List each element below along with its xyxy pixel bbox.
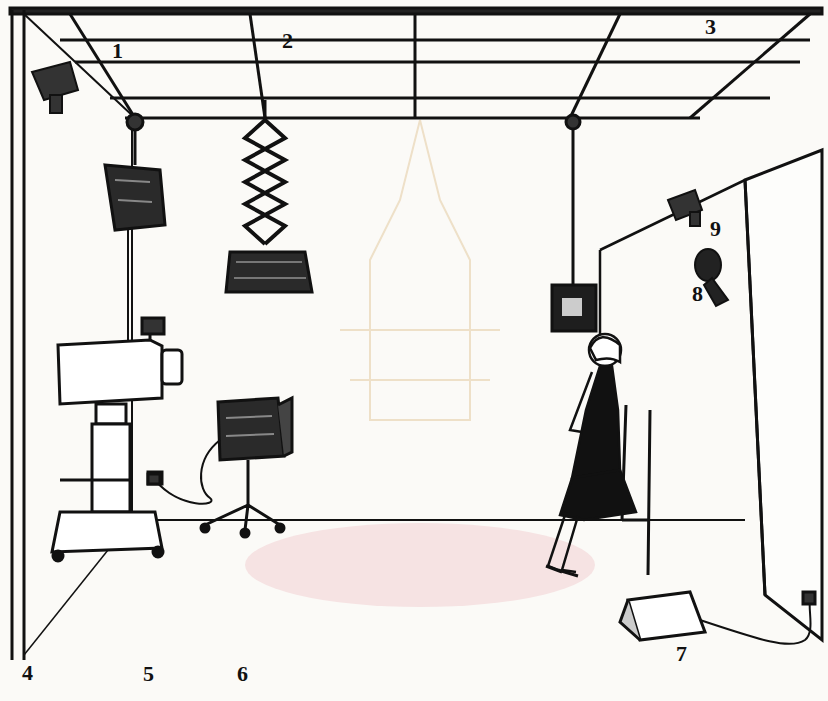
ceiling-pipe <box>75 61 800 64</box>
callout-number: 5 <box>143 663 154 685</box>
watermark-emblem <box>340 120 500 420</box>
hanging-light <box>552 115 596 331</box>
seated-person <box>546 334 650 576</box>
wall-post <box>23 10 26 660</box>
floor-line <box>132 519 745 521</box>
ceiling-beam <box>690 14 810 118</box>
ceiling-pipe <box>110 97 770 100</box>
callout-number: 4 <box>22 662 33 684</box>
wall-post <box>11 10 14 660</box>
ceiling-beam <box>414 14 417 118</box>
ceiling-beam <box>250 14 265 118</box>
callout-number: 7 <box>676 643 687 665</box>
tv-camera <box>52 318 182 561</box>
watermark-shadow <box>245 523 595 607</box>
ceiling-pipe <box>60 39 810 42</box>
callout-number: 1 <box>112 40 123 62</box>
ceiling-rail <box>10 8 822 14</box>
callout-number: 2 <box>282 30 293 52</box>
wall-spotlight <box>32 62 78 113</box>
hanging-light <box>105 114 165 340</box>
ground-row-light <box>620 592 815 644</box>
ceiling-edge <box>24 14 135 118</box>
callout-number: 9 <box>710 218 721 240</box>
callout-number: 6 <box>237 663 248 685</box>
backdrop-flat <box>600 150 822 640</box>
callout-number: 8 <box>692 283 703 305</box>
backdrop-light <box>668 190 702 226</box>
ceiling-pipe <box>125 117 700 120</box>
pantograph-light <box>226 100 312 292</box>
ceiling-beam <box>570 14 620 118</box>
floor-light-stand <box>148 398 292 537</box>
callout-number: 3 <box>705 16 716 38</box>
room-structure <box>10 8 822 660</box>
